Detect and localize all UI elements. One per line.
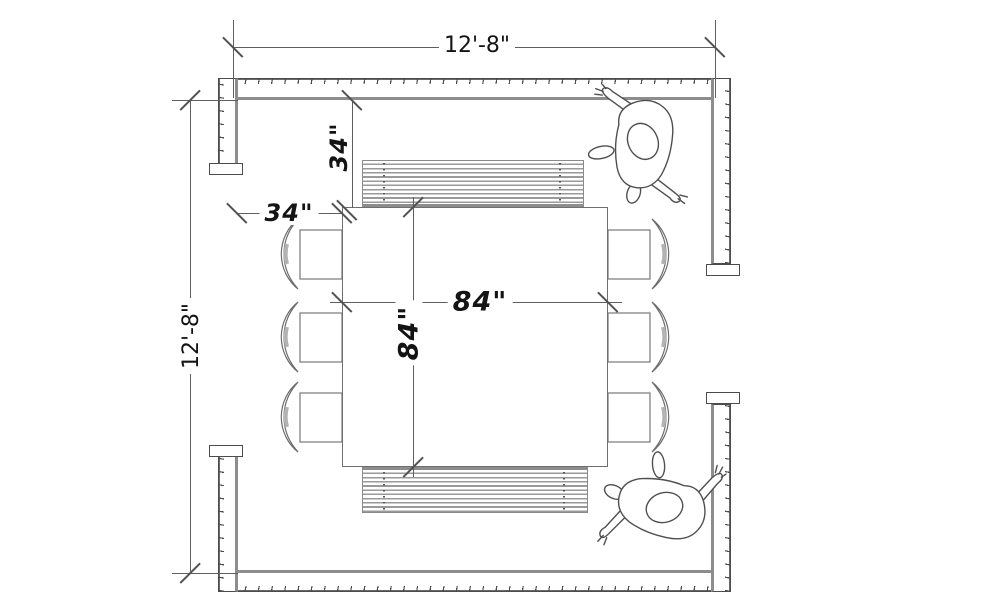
chair-left-1 — [280, 218, 342, 290]
wall-end-cap — [706, 392, 740, 404]
tick-mark — [704, 36, 726, 58]
wall-right-upper — [711, 78, 731, 264]
dim-label-clearance-top: 34" — [325, 117, 353, 177]
chair-right-3 — [608, 381, 670, 453]
chair-right-2 — [608, 301, 670, 373]
bench-bottom — [362, 467, 588, 513]
wall-left-lower — [218, 455, 238, 592]
chair-left-2 — [280, 301, 342, 373]
tick-mark — [179, 89, 201, 111]
wall-end-cap — [209, 445, 243, 457]
wall-end-cap — [209, 163, 243, 175]
wall-end-cap — [706, 264, 740, 276]
dim-label-room-depth: 12'-8" — [179, 297, 204, 375]
bench-stitch-line — [563, 472, 565, 510]
bench-stitch-line — [559, 163, 561, 202]
bench-stitch-line — [383, 163, 385, 202]
dim-label-room-width: 12'-8" — [438, 35, 516, 57]
tick-mark — [179, 562, 201, 584]
person-figure-top — [587, 84, 689, 205]
dimension-line — [352, 100, 353, 208]
tick-mark — [226, 202, 248, 224]
dimension-line — [233, 47, 715, 48]
tick-mark — [222, 36, 244, 58]
dining-table — [342, 207, 608, 467]
dimension-line — [237, 213, 342, 214]
wall-left-upper — [218, 78, 238, 165]
wall-right-lower — [711, 404, 731, 592]
dimension-line — [190, 100, 191, 573]
bench-stitch-line — [383, 472, 385, 510]
person-figure-bottom — [597, 451, 729, 546]
wall-bottom — [218, 570, 731, 592]
chair-left-3 — [280, 381, 342, 453]
bench-top — [362, 160, 584, 207]
chair-right-1 — [608, 218, 670, 290]
